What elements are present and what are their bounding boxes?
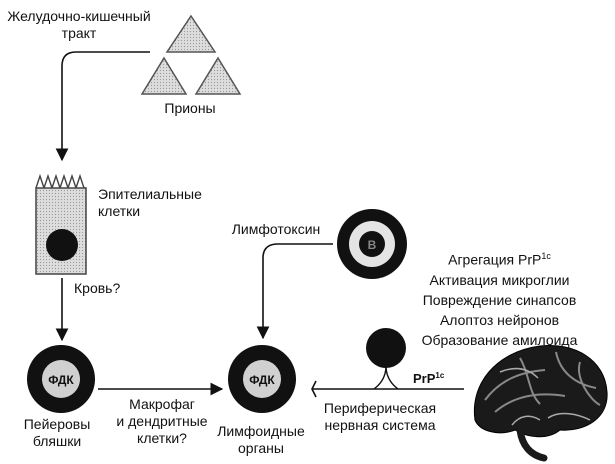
lymphoid-label: Лимфоидные органы xyxy=(217,423,305,456)
effect-item: Активация микроглии xyxy=(429,271,570,288)
b-cell: B xyxy=(337,209,407,279)
fdk-label: ФДК xyxy=(249,373,275,387)
macrophage-label: Макрофаг и дендритные клетки? xyxy=(116,396,208,446)
fdk-label: ФДК xyxy=(48,373,74,387)
fdk-cell-lymphoid: ФДК xyxy=(228,345,296,413)
effect-item: Образование амилоида xyxy=(421,331,578,348)
brain-illustration xyxy=(473,344,608,462)
fdk-cell-peyer: ФДК xyxy=(27,345,95,413)
prp-label: PrP1c xyxy=(413,371,445,386)
prion-triangle xyxy=(194,56,242,95)
effect-item: Повреждение синапсов xyxy=(422,291,577,308)
epithelial-cell xyxy=(35,173,87,275)
neuron-body xyxy=(366,328,406,368)
prions-label: Прионы xyxy=(164,100,216,116)
gi-tract-label: Желудочно-кишечный тракт xyxy=(7,8,151,41)
effect-item: Алоптоз нейронов xyxy=(439,311,560,328)
arrow-lymphotoxin-to-lymphoid xyxy=(256,243,333,340)
prion-triangles xyxy=(140,14,242,95)
prion-triangle xyxy=(140,56,188,95)
epithelial-nucleus xyxy=(46,229,78,261)
blood-label: Кровь? xyxy=(74,280,121,296)
b-cell-label: B xyxy=(368,238,377,252)
peyer-label: Пейеровы бляшки xyxy=(23,416,91,449)
prion-effects-list: Агрегация PrP1c Активация микроглии Повр… xyxy=(392,246,607,350)
peripheral-nerve xyxy=(311,328,464,398)
arrow-gi-to-epithelium xyxy=(55,51,150,162)
epithelial-label: Эпителиальные клетки xyxy=(98,186,202,219)
peripheral-nervous-system-label: Периферическая нервная система xyxy=(323,400,437,433)
lymphotoxin-label: Лимфотоксин xyxy=(231,221,321,237)
effect-item: Агрегация PrP1c xyxy=(448,251,551,268)
prion-triangle xyxy=(165,14,217,53)
